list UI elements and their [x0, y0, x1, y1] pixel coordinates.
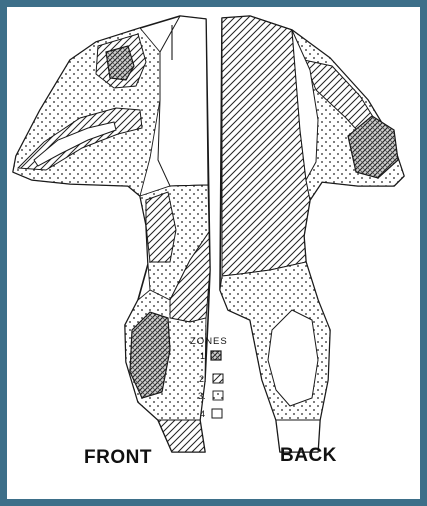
legend-number-2: 2. — [199, 374, 207, 384]
front-view — [13, 16, 210, 452]
front-label: FRONT — [84, 447, 152, 468]
legend-swatch-zone3 — [213, 391, 223, 400]
legend-number-1: 1 — [200, 351, 205, 361]
legend-title: ZONES — [190, 336, 228, 347]
legend-swatch-zone4 — [212, 409, 222, 418]
legend-number-4: 4 — [200, 409, 205, 419]
front-torso-panel — [158, 16, 208, 186]
legend-swatch-zone1 — [211, 351, 221, 360]
front-shin-zone2 — [158, 420, 205, 452]
back-view — [220, 16, 404, 452]
legend-swatch-zone2 — [213, 374, 223, 383]
legend-number-3: 3. — [198, 391, 206, 401]
back-label: BACK — [280, 445, 337, 466]
